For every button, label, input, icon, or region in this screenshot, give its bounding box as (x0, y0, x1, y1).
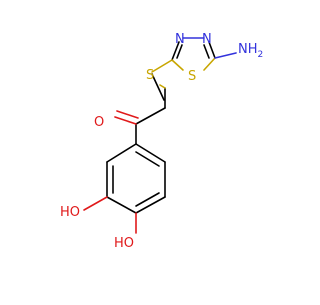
double-bond-inner (135, 192, 160, 207)
thiadiazole-ring (171, 37, 216, 71)
double-bond-inner (203, 44, 210, 59)
bond (208, 41, 216, 59)
bond-s-to-ch2 (151, 73, 165, 101)
atom-label-amine: NH2 (238, 42, 263, 60)
molecule-structure: S S N N NH2 O HO HO (60, 32, 263, 251)
atom-label-carbonyl-oxygen: O (94, 115, 104, 130)
structure-canvas: S S N N NH2 O HO HO (60, 32, 263, 251)
bond-s-c (171, 59, 184, 71)
carbonyl-double-bond-a (114, 116, 137, 125)
bond (171, 41, 180, 61)
double-bond-inner (135, 151, 160, 167)
benzene-ring (106, 143, 166, 214)
bond (135, 143, 166, 163)
bond-to-hydroxyl-left (83, 196, 108, 211)
bond (135, 196, 166, 214)
atom-label-sulfur-ring: S (188, 69, 196, 84)
bond-thioether-to-ring (151, 59, 173, 73)
double-bond-inner (176, 44, 183, 59)
bond (106, 143, 137, 163)
atom-label-nitrogen-right: N (202, 32, 212, 47)
atom-label-nitrogen-left: N (175, 32, 185, 47)
bond-c-to-amine (214, 52, 237, 59)
bond-c-s (203, 57, 216, 71)
bond-carbonyl-to-ch2 (135, 107, 166, 125)
bond-to-thioether (159, 84, 166, 89)
atom-label-sulfur-thioether: S (146, 68, 154, 83)
atom-label-hydroxyl-bottom: HO (114, 236, 134, 251)
bond (106, 196, 137, 214)
carbonyl-double-bond-b (116, 110, 139, 119)
atom-label-hydroxyl-left: HO (60, 205, 80, 220)
